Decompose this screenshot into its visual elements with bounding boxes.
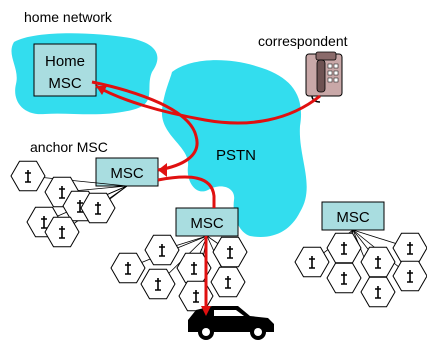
anchor-msc-label: anchor MSC bbox=[30, 139, 108, 155]
pstn-label: PSTN bbox=[216, 147, 256, 164]
antenna-icon bbox=[375, 286, 381, 299]
antenna-icon bbox=[341, 272, 347, 285]
antenna-icon bbox=[95, 202, 101, 215]
route-correspondent-to-home bbox=[95, 84, 321, 125]
antenna-icon bbox=[341, 242, 347, 255]
route-home-to-anchor bbox=[91, 80, 199, 172]
home-msc-line2: MSC bbox=[48, 75, 82, 92]
antenna-icon bbox=[59, 226, 65, 239]
antenna-icon bbox=[227, 246, 233, 259]
pstn-cloud bbox=[161, 60, 307, 237]
anchor-msc-box: MSC bbox=[95, 157, 159, 187]
other-cell-group bbox=[294, 229, 427, 308]
correspondent-label: correspondent bbox=[258, 33, 348, 49]
antenna-icon bbox=[41, 216, 47, 229]
antenna-icon bbox=[407, 242, 413, 255]
other-msc-text: MSC bbox=[336, 209, 370, 226]
antenna-icon bbox=[375, 256, 381, 269]
visited-cell-group bbox=[110, 234, 248, 312]
antenna-icon bbox=[193, 290, 199, 303]
other-msc-box: MSC bbox=[321, 201, 385, 231]
visited-msc-text: MSC bbox=[190, 215, 224, 232]
call-route bbox=[91, 80, 321, 308]
route-anchor-to-visited bbox=[157, 175, 216, 208]
antenna-icon bbox=[159, 244, 165, 257]
antenna-icon bbox=[77, 200, 83, 213]
route-arrowheads bbox=[96, 86, 211, 316]
home-network-label: home network bbox=[24, 9, 113, 25]
home-msc: Home MSC bbox=[33, 43, 97, 97]
antenna-icon bbox=[125, 262, 131, 275]
telephone-icon bbox=[305, 51, 343, 103]
visited-msc-box: MSC bbox=[175, 207, 239, 237]
antenna-icon bbox=[59, 186, 65, 199]
antenna-icon bbox=[191, 262, 197, 275]
antenna-icon bbox=[155, 278, 161, 291]
antenna-icon bbox=[407, 270, 413, 283]
antenna-icon bbox=[25, 170, 31, 183]
anchor-msc-text: MSC bbox=[110, 165, 144, 182]
anchor-cell-group bbox=[10, 160, 128, 248]
home-msc-line1: Home bbox=[45, 53, 85, 70]
antenna-icon bbox=[309, 256, 315, 269]
car-icon bbox=[188, 306, 274, 340]
antenna-icon bbox=[225, 276, 231, 289]
